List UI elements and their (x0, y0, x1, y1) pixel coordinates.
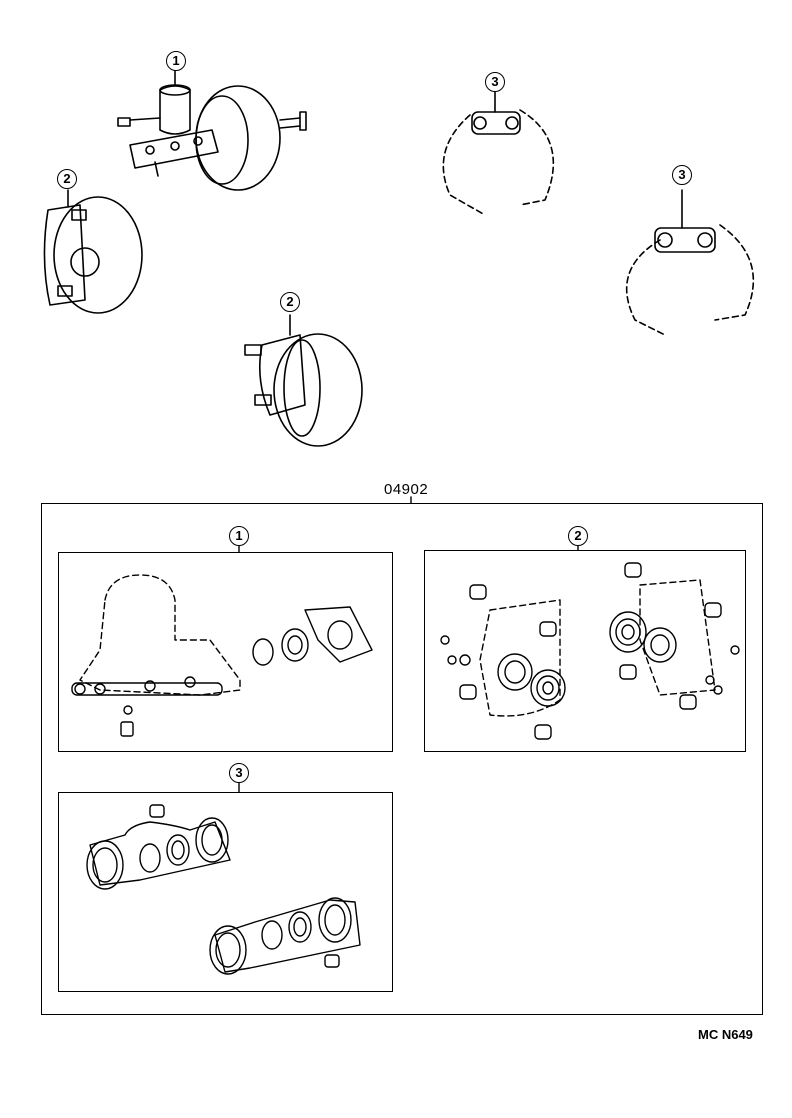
assembly-illustrations (43, 67, 755, 447)
drawing-code: MC N649 (698, 1027, 753, 1042)
callout-2-rear-caliper: 2 (280, 292, 300, 312)
wheel-cylinder-kit-box (58, 792, 393, 992)
master-cylinder-booster-drawing (117, 67, 307, 191)
callout-1-master-cylinder: 1 (166, 51, 186, 71)
callout-2-front-caliper: 2 (57, 169, 77, 189)
master-cylinder-kit-drawing (71, 574, 373, 737)
front-caliper-drawing (43, 189, 143, 314)
kit-frame (41, 503, 763, 1015)
master-cylinder-kit-box (58, 552, 393, 752)
kit-part-number: 04902 (384, 481, 429, 498)
drum-brake-1-drawing (442, 89, 555, 216)
rear-caliper-drawing (244, 314, 363, 447)
drum-brake-2-drawing (625, 189, 755, 336)
callout-3-kit: 3 (229, 763, 249, 783)
caliper-kit-box (424, 550, 746, 752)
callout-3-drum-brake-2: 3 (672, 165, 692, 185)
callout-3-drum-brake-1: 3 (485, 72, 505, 92)
wheel-cylinder-kit-drawing (86, 804, 361, 975)
caliper-kit-drawing (440, 562, 740, 740)
